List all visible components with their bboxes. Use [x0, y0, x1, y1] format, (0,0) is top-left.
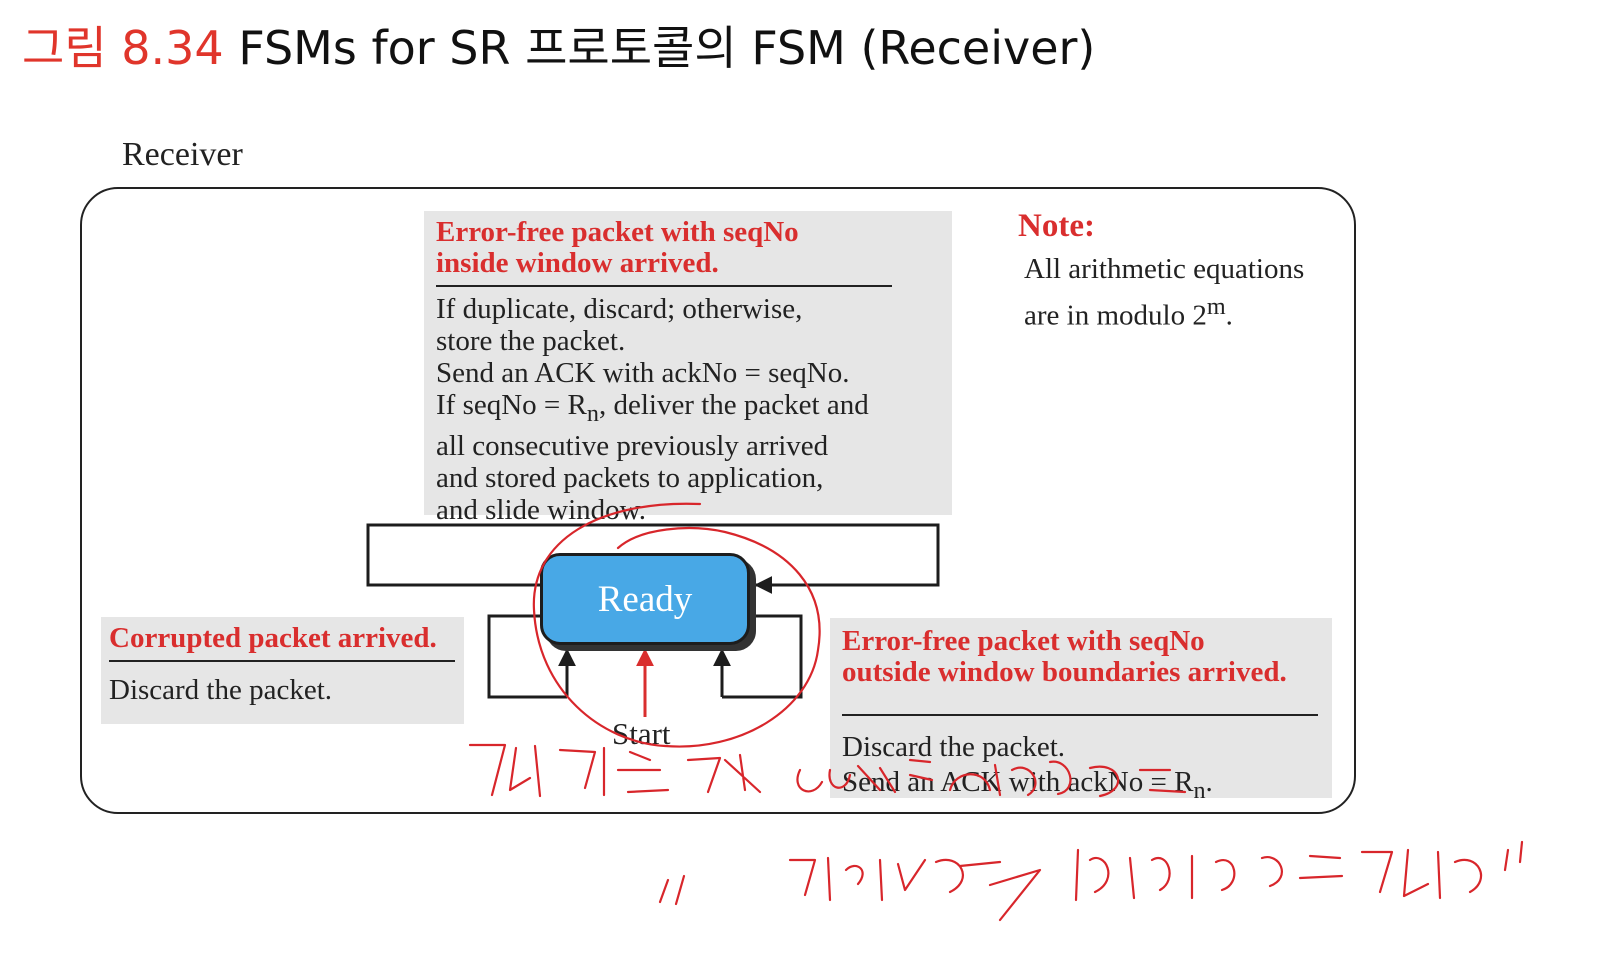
top-action-line-4-prefix: If seqNo = R: [436, 389, 587, 421]
transition-box-top: Error-free packet with seqNo inside wind…: [424, 211, 952, 526]
left-event: Corrupted packet arrived.: [109, 623, 455, 662]
note-heading: Note:: [1018, 208, 1095, 244]
note-line-2-suffix: .: [1225, 299, 1233, 332]
right-action-line-1: Discard the packet.: [842, 731, 1066, 763]
right-action: Discard the packet. Send an ACK with ack…: [842, 730, 1322, 808]
start-label: Start: [612, 716, 671, 751]
top-action-line-5: all consecutive previously arrived: [436, 429, 829, 462]
right-action-line-2-suffix: .: [1205, 766, 1213, 798]
top-action-line-3: Send an ACK with ackNo = seqNo.: [436, 357, 850, 389]
note-text: All arithmetic equations are in modulo 2…: [1024, 250, 1354, 335]
top-event: Error-free packet with seqNo inside wind…: [436, 217, 892, 287]
right-action-line-2: Send an ACK with ackNo = Rn.: [842, 765, 1322, 808]
receiver-frame: [80, 187, 1356, 814]
right-event-line-2: outside window boundaries arrived.: [842, 656, 1287, 688]
note-line-2-text: are in modulo 2: [1024, 299, 1207, 332]
ready-state: Ready: [540, 553, 750, 645]
top-event-line-1: Error-free packet with seqNo: [436, 216, 799, 248]
top-action-line-4: If seqNo = Rn, deliver the packet and: [436, 389, 942, 430]
slide-title: 그림 8.34 FSMs for SR 프로토콜의 FSM (Receiver): [22, 18, 1095, 78]
transition-box-left: Corrupted packet arrived. Discard the pa…: [101, 617, 464, 724]
note-exponent: m: [1206, 293, 1226, 320]
top-action-line-7: and slide window.: [436, 493, 646, 526]
right-action-line-2-prefix: Send an ACK with ackNo = R: [842, 766, 1194, 798]
left-loop-arrow: [487, 614, 567, 699]
top-action-line-1: If duplicate, discard; otherwise,: [436, 293, 803, 325]
right-event: Error-free packet with seqNo outside win…: [842, 626, 1318, 716]
top-action-line-2: store the packet.: [436, 325, 626, 357]
transition-box-right: Error-free packet with seqNo outside win…: [830, 618, 1332, 804]
right-event-line-1: Error-free packet with seqNo: [842, 625, 1205, 657]
receiver-label: Receiver: [122, 136, 243, 173]
top-action-line-6: and stored packets to application,: [436, 461, 824, 494]
top-action-line-4-suffix: , deliver the packet and: [598, 389, 869, 421]
note-line-1: All arithmetic equations: [1024, 253, 1305, 285]
left-action: Discard the packet.: [109, 674, 333, 706]
top-action: If duplicate, discard; otherwise, store …: [436, 293, 942, 526]
top-event-line-2: inside window arrived.: [436, 247, 719, 279]
figure-number: 그림 8.34: [22, 21, 224, 75]
note-line-2: are in modulo 2m.: [1024, 288, 1354, 335]
top-action-line-4-sub: n: [586, 399, 599, 427]
title-text: FSMs for SR 프로토콜의 FSM (Receiver): [238, 21, 1096, 75]
right-action-line-2-sub: n: [1193, 776, 1206, 804]
